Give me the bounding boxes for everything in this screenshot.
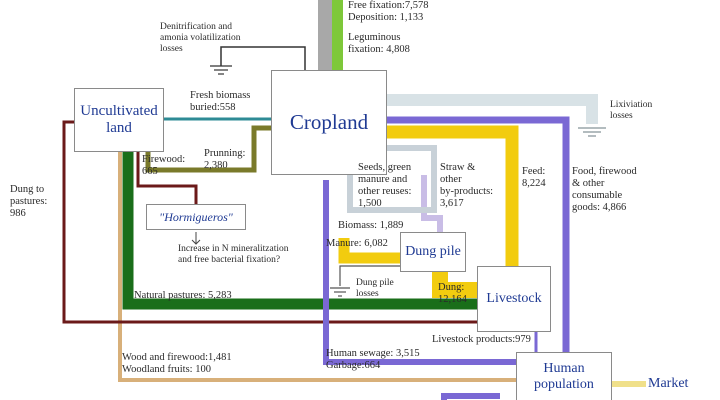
dung-to-pastures-line1: Dung to	[10, 184, 45, 195]
hormigueros-label: "Hormigueros"	[159, 209, 233, 224]
deposition-label: Deposition: 1,133	[348, 12, 424, 23]
fixation-flow	[318, 0, 332, 70]
human-outflow	[441, 393, 500, 400]
lixiviation-label: Lixiviation losses	[610, 100, 652, 122]
feed-line2: 8,224	[522, 178, 546, 189]
livestock-products-label: Livestock products:979	[432, 334, 531, 345]
food-label: Food, firewood & other consumable goods:…	[572, 166, 637, 214]
dung-pile-losses-label: Dung pile losses	[356, 278, 394, 300]
firewood-flow	[136, 152, 198, 204]
dung-label: Dung: 12,164	[438, 282, 467, 306]
human-sewage-line2: Garbage:664	[326, 360, 381, 371]
wood-firewood-flow	[118, 152, 520, 382]
human-sewage-label: Human sewage: 3,515 Garbage:664	[326, 348, 420, 372]
natural-pastures-label: Natural pastures: 5,283	[134, 290, 232, 301]
sewage-flow	[323, 180, 520, 365]
dung-line2: 12,164	[438, 294, 467, 305]
livestock-node: Livestock	[477, 266, 551, 332]
market-label: Market	[648, 376, 689, 391]
firewood-line2: 665	[142, 166, 158, 177]
natural-pastures-flow	[122, 152, 478, 310]
leguminous-fixation-label: Leguminous fixation: 4,808	[348, 32, 410, 56]
food-line3: consumable	[572, 190, 623, 201]
prunning-flow	[145, 125, 272, 173]
firewood-line1: Firewood:	[142, 154, 186, 165]
denitrification-line1: Denitrification and	[160, 22, 233, 32]
ground-icon	[210, 65, 232, 75]
denitrification-line3: losses	[160, 44, 183, 54]
denitrification-label: Denitrification and amonia volatilizatio…	[160, 22, 240, 55]
manure-flow	[338, 238, 400, 264]
fresh-biomass-line2: buried:558	[190, 102, 236, 113]
wood-firewood-label: Wood and firewood:1,481 Woodland fruits:…	[122, 352, 232, 376]
dung-pile-losses-flow	[339, 265, 400, 286]
leguminous-flow	[332, 0, 343, 70]
dung-to-pastures-line3: 986	[10, 208, 26, 219]
lixiviation-line2: losses	[610, 111, 633, 121]
ground-icon	[330, 287, 350, 297]
leguminous-line1: Leguminous	[348, 32, 401, 43]
ground-icon	[578, 127, 606, 137]
human-population-line1: Human	[543, 360, 585, 376]
feed-line1: Feed:	[522, 166, 546, 177]
livestock-label: Livestock	[486, 291, 542, 306]
increase-n-label: Increase in N mineralitzation and free b…	[178, 244, 289, 266]
straw-line4: 3,617	[440, 198, 464, 209]
straw-label: Straw & other by-products: 3,617	[440, 162, 493, 210]
straw-line3: by-products:	[440, 186, 494, 197]
uncultivated-land-line1: Uncultivated	[80, 103, 158, 119]
prunning-label: Prunning: 2,380	[204, 148, 245, 172]
uncultivated-land-line2: land	[106, 120, 132, 136]
dung-to-pastures-label: Dung to pastures: 986	[10, 184, 47, 220]
increase-n-line1: Increase in N mineralitzation	[178, 244, 289, 254]
leguminous-line2: fixation: 4,808	[348, 44, 410, 55]
prunning-line2: 2,380	[204, 160, 228, 171]
human-population-line2: population	[534, 376, 594, 392]
dung-to-pastures-line2: pastures:	[10, 196, 48, 207]
human-population-node: Human population	[516, 352, 612, 400]
seeds-line4: 1,500	[358, 198, 382, 209]
manure-label: Manure: 6,082	[326, 238, 388, 249]
prunning-line1: Prunning:	[204, 148, 246, 159]
free-fixation-label: Free fixation:7,578	[348, 0, 429, 11]
biomass-label: Biomass: 1,889	[338, 220, 404, 231]
feed-label: Feed: 8,224	[522, 166, 546, 190]
seeds-line3: other reuses:	[358, 186, 412, 197]
cropland-label: Cropland	[289, 110, 369, 134]
dung-pile-losses-line2: losses	[356, 289, 379, 299]
lixiviation-line1: Lixiviation	[610, 100, 653, 110]
increase-arrow-icon	[191, 232, 201, 245]
firewood-label: Firewood: 665	[142, 154, 185, 178]
seeds-line1: Seeds, green	[358, 162, 412, 173]
fresh-biomass-line1: Fresh biomass	[190, 90, 251, 101]
wood-firewood-line1: Wood and firewood:1,481	[122, 352, 232, 363]
seeds-label: Seeds, green manure and other reuses: 1,…	[358, 162, 411, 210]
dung-line1: Dung:	[438, 282, 465, 293]
fresh-biomass-label: Fresh biomass buried:558	[190, 90, 250, 114]
straw-line1: Straw &	[440, 162, 476, 173]
seeds-flow	[347, 145, 437, 213]
food-line4: goods: 4,866	[572, 202, 627, 213]
increase-n-line2: and free bacterial fixation?	[178, 255, 281, 265]
food-line1: Food, firewood	[572, 166, 637, 177]
denitrification-flow	[220, 46, 306, 70]
human-sewage-line1: Human sewage: 3,515	[326, 348, 420, 359]
uncultivated-land-node: Uncultivated land	[74, 88, 164, 152]
dung-pile-losses-line1: Dung pile	[356, 278, 394, 288]
wood-firewood-line2: Woodland fruits: 100	[122, 364, 211, 375]
denitrification-line2: amonia volatilization	[160, 33, 241, 43]
lixiviation-flow	[386, 94, 598, 124]
cropland-node: Cropland	[271, 70, 387, 175]
dung-flow	[432, 272, 478, 298]
food-line2: & other	[572, 178, 605, 189]
seeds-line2: manure and	[358, 174, 408, 185]
dung-to-pastures-flow	[62, 120, 478, 324]
hormigueros-node: "Hormigueros"	[146, 204, 246, 230]
dung-pile-label: Dung pile	[405, 244, 461, 259]
straw-line2: other	[440, 174, 462, 185]
dung-pile-node: Dung pile	[400, 232, 466, 272]
